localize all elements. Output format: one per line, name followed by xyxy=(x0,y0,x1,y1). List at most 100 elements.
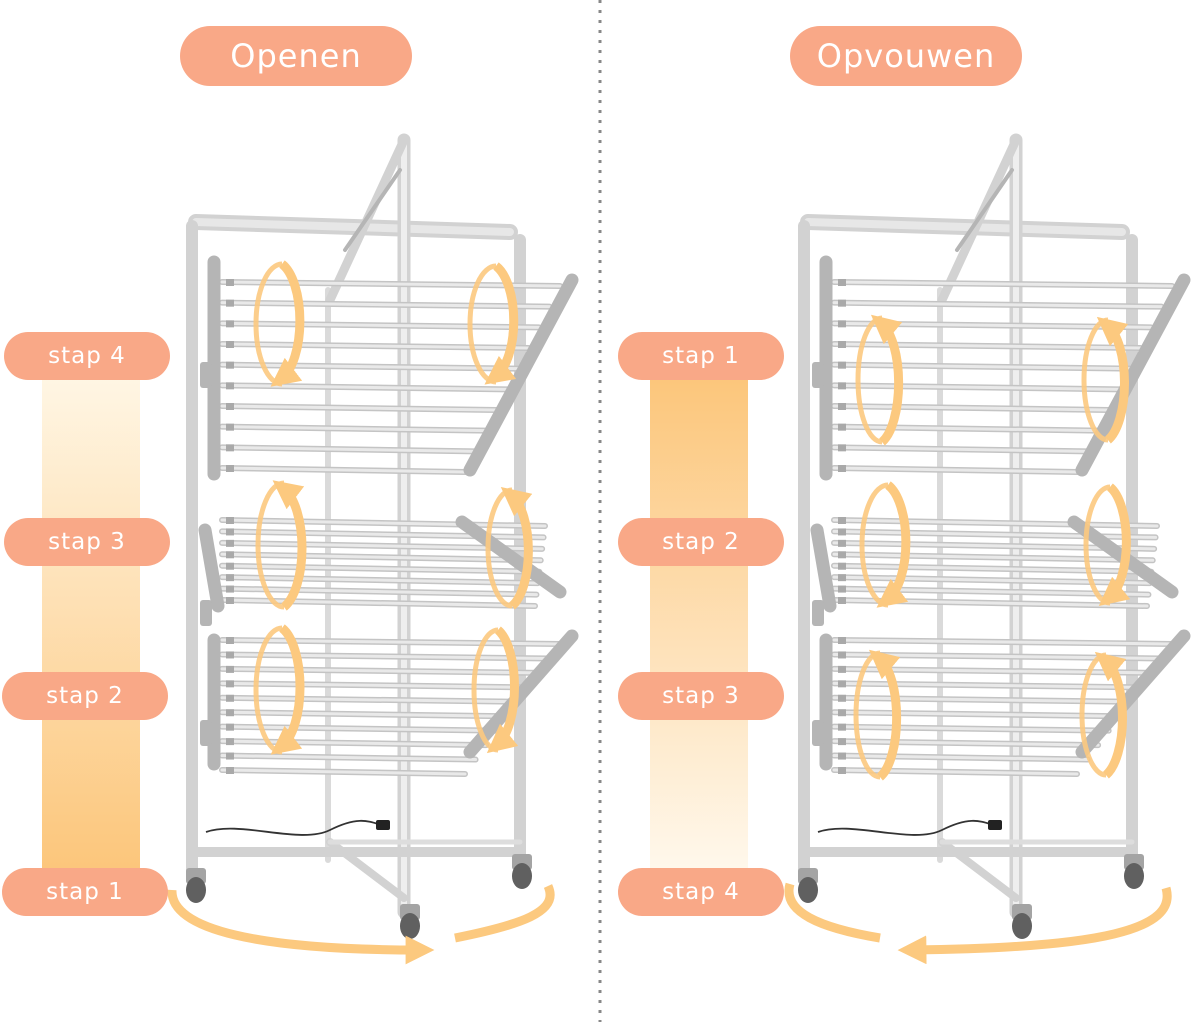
rack-rail xyxy=(832,739,1100,747)
rail-clip xyxy=(838,665,846,673)
rail-clip xyxy=(226,574,234,582)
left-step-label: stap 2 xyxy=(2,672,168,720)
rail-clip xyxy=(838,709,846,717)
right-step-label: stap 2 xyxy=(618,518,784,566)
rotate-arrow-loop xyxy=(855,315,883,445)
rotate-arrow xyxy=(876,481,911,608)
rail-clip xyxy=(838,382,846,390)
rack-front-brace xyxy=(343,168,402,252)
title-opvouwen: Opvouwen xyxy=(790,26,1022,86)
rack-rail xyxy=(220,768,467,776)
rack-rail xyxy=(832,280,1174,288)
rail-clip xyxy=(838,694,846,702)
rail-clip xyxy=(838,562,846,570)
rail-clip xyxy=(838,361,846,369)
rail-clip xyxy=(226,465,234,472)
rail-clip xyxy=(226,423,234,431)
rail-clip xyxy=(838,465,846,472)
rack-wing-bar xyxy=(810,523,837,613)
rail-clip xyxy=(226,382,234,390)
rail-clip xyxy=(838,637,846,644)
rack-rail xyxy=(220,564,541,574)
rail-clip xyxy=(226,665,234,673)
rail-clip xyxy=(226,651,234,659)
rail-clip xyxy=(838,651,846,659)
rail-clip xyxy=(226,637,234,644)
rack-wing-bar xyxy=(198,523,225,613)
rotate-arrow xyxy=(500,486,533,610)
rail-clip xyxy=(838,341,846,348)
right-step-label: stap 4 xyxy=(618,868,784,916)
rail-clip xyxy=(226,444,234,452)
rail-clip xyxy=(226,709,234,717)
right-progress-bar xyxy=(650,378,748,870)
rack-rail xyxy=(832,404,1111,412)
rail-clip xyxy=(226,539,234,547)
rack-rail xyxy=(220,404,499,412)
wheel xyxy=(1124,863,1144,889)
rail-clip xyxy=(838,423,846,431)
rack-rail xyxy=(220,575,540,585)
rack-rail xyxy=(220,342,530,350)
rail-clip xyxy=(838,767,846,774)
rack-top-bar xyxy=(192,218,514,236)
rack-rail xyxy=(832,725,1111,733)
rail-clip xyxy=(226,299,234,307)
base-rotate-arrow-tail xyxy=(454,884,555,943)
rail-clip xyxy=(838,528,846,536)
drying-rack-left xyxy=(186,133,579,939)
rail-clip xyxy=(838,597,846,604)
rack-rail xyxy=(220,321,541,329)
rack-rail xyxy=(220,667,541,675)
rail-clip xyxy=(226,551,234,559)
rail-clip xyxy=(226,528,234,536)
wheel xyxy=(798,877,818,903)
right-step-label: stap 1 xyxy=(618,332,784,380)
rail-clip xyxy=(838,299,846,307)
rail-clip xyxy=(226,403,234,410)
rack-wing-bar xyxy=(1075,629,1191,759)
rack-rail xyxy=(220,725,499,733)
rail-clip xyxy=(838,680,846,688)
rail-clip xyxy=(226,361,234,369)
hinge xyxy=(812,600,824,626)
rail-clip xyxy=(226,320,234,328)
rack-rail xyxy=(220,710,509,718)
hinge xyxy=(200,362,212,388)
rack-rail xyxy=(832,383,1121,391)
title-openen: Openen xyxy=(180,26,412,86)
rack-rail xyxy=(832,754,1090,762)
rotate-arrow xyxy=(1094,651,1128,779)
rack-rail xyxy=(220,425,488,433)
rack-rail xyxy=(220,383,509,391)
power-cord xyxy=(205,819,386,836)
rail-clip xyxy=(226,517,234,524)
rail-clip xyxy=(838,738,846,746)
hinge xyxy=(812,720,824,746)
rotate-arrow xyxy=(1098,483,1131,607)
wheel xyxy=(1012,913,1032,939)
rail-clip xyxy=(838,279,846,286)
rail-clip xyxy=(838,752,846,760)
rail-clip xyxy=(838,320,846,328)
rail-clip xyxy=(226,279,234,286)
rail-clip xyxy=(838,551,846,559)
wheel xyxy=(400,913,420,939)
rack-rail xyxy=(832,552,1155,562)
rail-clip xyxy=(226,738,234,746)
rack-rail xyxy=(832,564,1153,574)
rail-clip xyxy=(838,723,846,731)
arrows-right xyxy=(784,314,1172,965)
rack-rail xyxy=(832,466,1079,474)
rack-rail xyxy=(832,681,1142,689)
left-step-label: stap 3 xyxy=(4,518,170,566)
rack-rail xyxy=(220,445,478,453)
base-rotate-arrow xyxy=(167,889,435,965)
rack-base-brace xyxy=(326,838,408,902)
rotate-arrow xyxy=(270,624,305,755)
hinge xyxy=(200,600,212,626)
right-step-label: stap 3 xyxy=(618,672,784,720)
rotate-arrow xyxy=(484,262,519,385)
rack-rail xyxy=(832,445,1090,453)
